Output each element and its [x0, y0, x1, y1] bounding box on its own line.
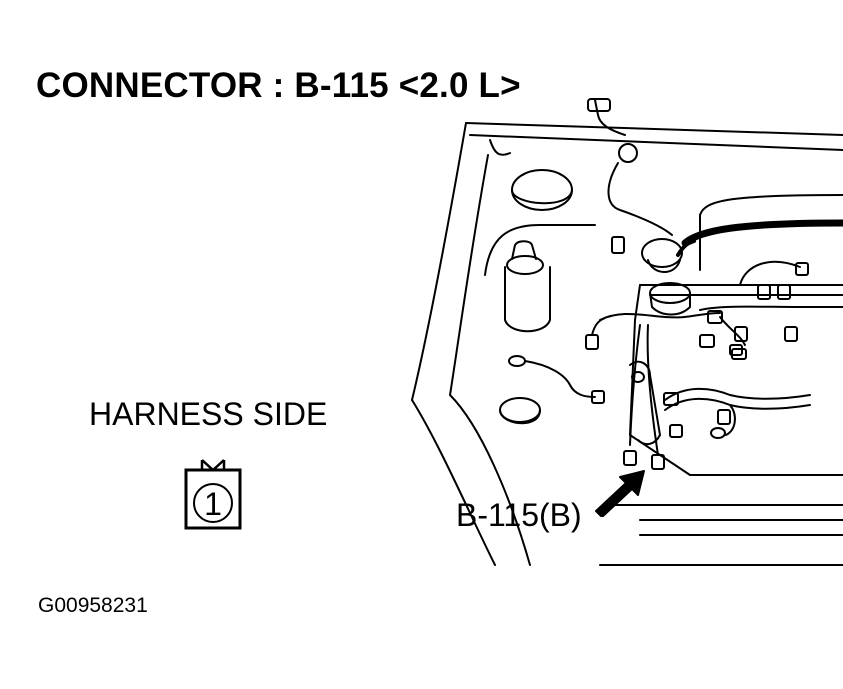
harness-side-label: HARNESS SIDE — [89, 396, 328, 432]
connector-face-icon: 1 — [182, 458, 244, 530]
pin-number: 1 — [204, 486, 222, 522]
connector-title: CONNECTOR : B-115 <2.0 L> — [36, 66, 521, 105]
figure-id: G00958231 — [38, 594, 148, 617]
arrow-icon — [595, 470, 645, 517]
engine-bay-illustration — [400, 95, 843, 570]
